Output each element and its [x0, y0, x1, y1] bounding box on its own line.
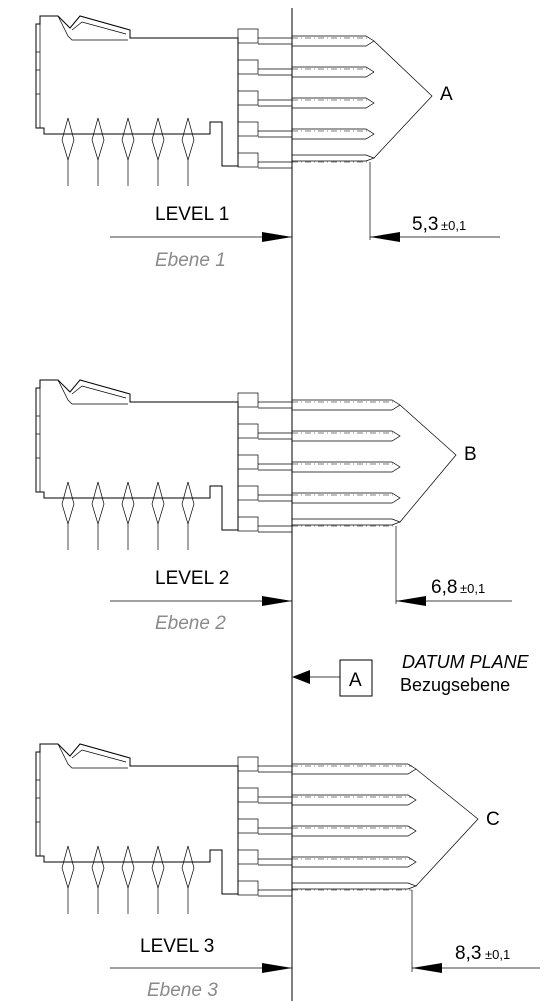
level-2-dimension: 6,8: [431, 577, 457, 598]
level-3-connector: [35, 743, 540, 973]
level-1-ebene: Ebene 1: [155, 250, 226, 271]
level-2-ebene: Ebene 2: [155, 613, 226, 634]
level-1-group-label: A: [440, 84, 453, 105]
level-3-group-label: C: [486, 809, 500, 830]
datum-label-de: Bezugsebene: [400, 675, 510, 695]
level-1-connector: [35, 15, 500, 242]
datum-marker: [292, 659, 373, 697]
level-2-tolerance: ±0,1: [460, 581, 485, 596]
level-1-tolerance: ±0,1: [441, 218, 466, 233]
level-3-ebene: Ebene 3: [147, 980, 218, 1001]
level-2-connector: [35, 379, 512, 606]
datum-frame-letter: A: [349, 670, 362, 691]
level-2-group-label: B: [464, 444, 477, 465]
datum-label-en: DATUM PLANE: [402, 652, 530, 672]
level-3-tolerance: ±0,1: [485, 947, 510, 962]
level-2-label: LEVEL 2: [155, 568, 229, 589]
level-1-dimension: 5,3: [412, 214, 438, 235]
level-1-label: LEVEL 1: [155, 204, 229, 225]
level-3-dimension: 8,3: [455, 943, 481, 964]
level-3-label: LEVEL 3: [140, 936, 214, 957]
